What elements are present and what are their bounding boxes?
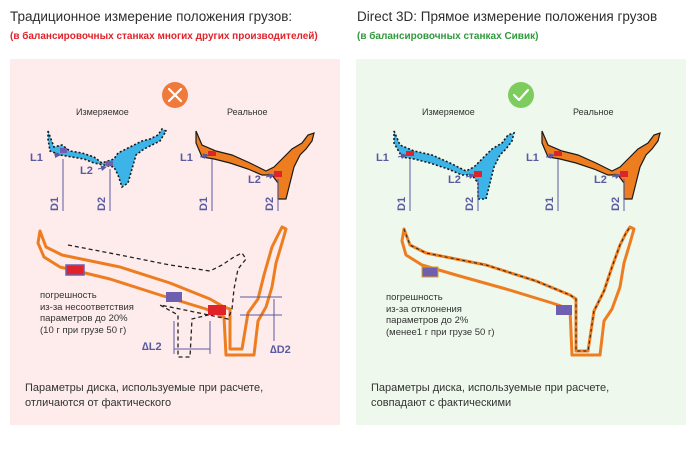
- d2-label: D2: [96, 197, 108, 211]
- real-d1-label: D1: [544, 197, 556, 211]
- direct3d-diagram: Измеряемое Реальное L1 L2 D1 D2 L1 L2 D1…: [376, 82, 661, 357]
- direct3d-method-panel: Измеряемое Реальное L1 L2 D1 D2 L1 L2 D1…: [356, 59, 686, 425]
- real-rim-profile: [541, 130, 661, 200]
- d1-label: D1: [49, 197, 61, 211]
- real-label: Реальное: [573, 107, 614, 117]
- l1-label: L1: [376, 152, 389, 164]
- measured-rim-profile: [47, 127, 168, 189]
- real-d2-label: D2: [610, 197, 622, 211]
- real-l2-label: L2: [248, 174, 261, 186]
- error-description: погрешность из-за несоответствия парамет…: [40, 290, 134, 336]
- left-column-title: Традиционное измерение положения грузов:: [10, 9, 293, 24]
- real-rim-profile: [195, 130, 315, 200]
- real-l1-label: L1: [526, 152, 539, 164]
- measured-rim-profile: [393, 130, 516, 200]
- error-description: погрешность из-за отклонения параметров …: [386, 292, 495, 338]
- right-column-title: Direct 3D: Прямое измерение положения гр…: [357, 9, 658, 24]
- d1-label: D1: [396, 197, 408, 211]
- panel-footer-text: Параметры диска, используемые при расчет…: [371, 382, 610, 409]
- delta-d2-label: ∆D2: [270, 344, 291, 356]
- real-d2-label: D2: [264, 197, 276, 211]
- delta-l2-label: ∆L2: [142, 341, 162, 353]
- left-column-subtitle: (в балансировочных станках многих других…: [10, 31, 318, 42]
- cross-icon: [162, 82, 188, 108]
- l2-label: L2: [448, 174, 461, 186]
- measured-label: Измеряемое: [76, 107, 129, 117]
- d2-label: D2: [464, 197, 476, 211]
- real-label: Реальное: [227, 107, 268, 117]
- right-column-subtitle: (в балансировочных станках Сивик): [357, 31, 539, 42]
- traditional-method-panel: Измеряемое Реальное L1 L2 D1 D2 L1 L2 D1…: [10, 59, 340, 425]
- traditional-diagram: Измеряемое Реальное L1 L2 D1 D2 L1 L2 D1…: [30, 82, 315, 358]
- panel-footer-text: Параметры диска, используемые при расчет…: [25, 382, 264, 409]
- real-d1-label: D1: [198, 197, 210, 211]
- l1-label: L1: [30, 152, 43, 164]
- check-icon: [508, 82, 534, 108]
- real-l1-label: L1: [180, 152, 193, 164]
- l2-label: L2: [80, 165, 93, 177]
- measured-label: Измеряемое: [422, 107, 475, 117]
- large-rim-outline: [400, 225, 636, 357]
- real-l2-label: L2: [594, 174, 607, 186]
